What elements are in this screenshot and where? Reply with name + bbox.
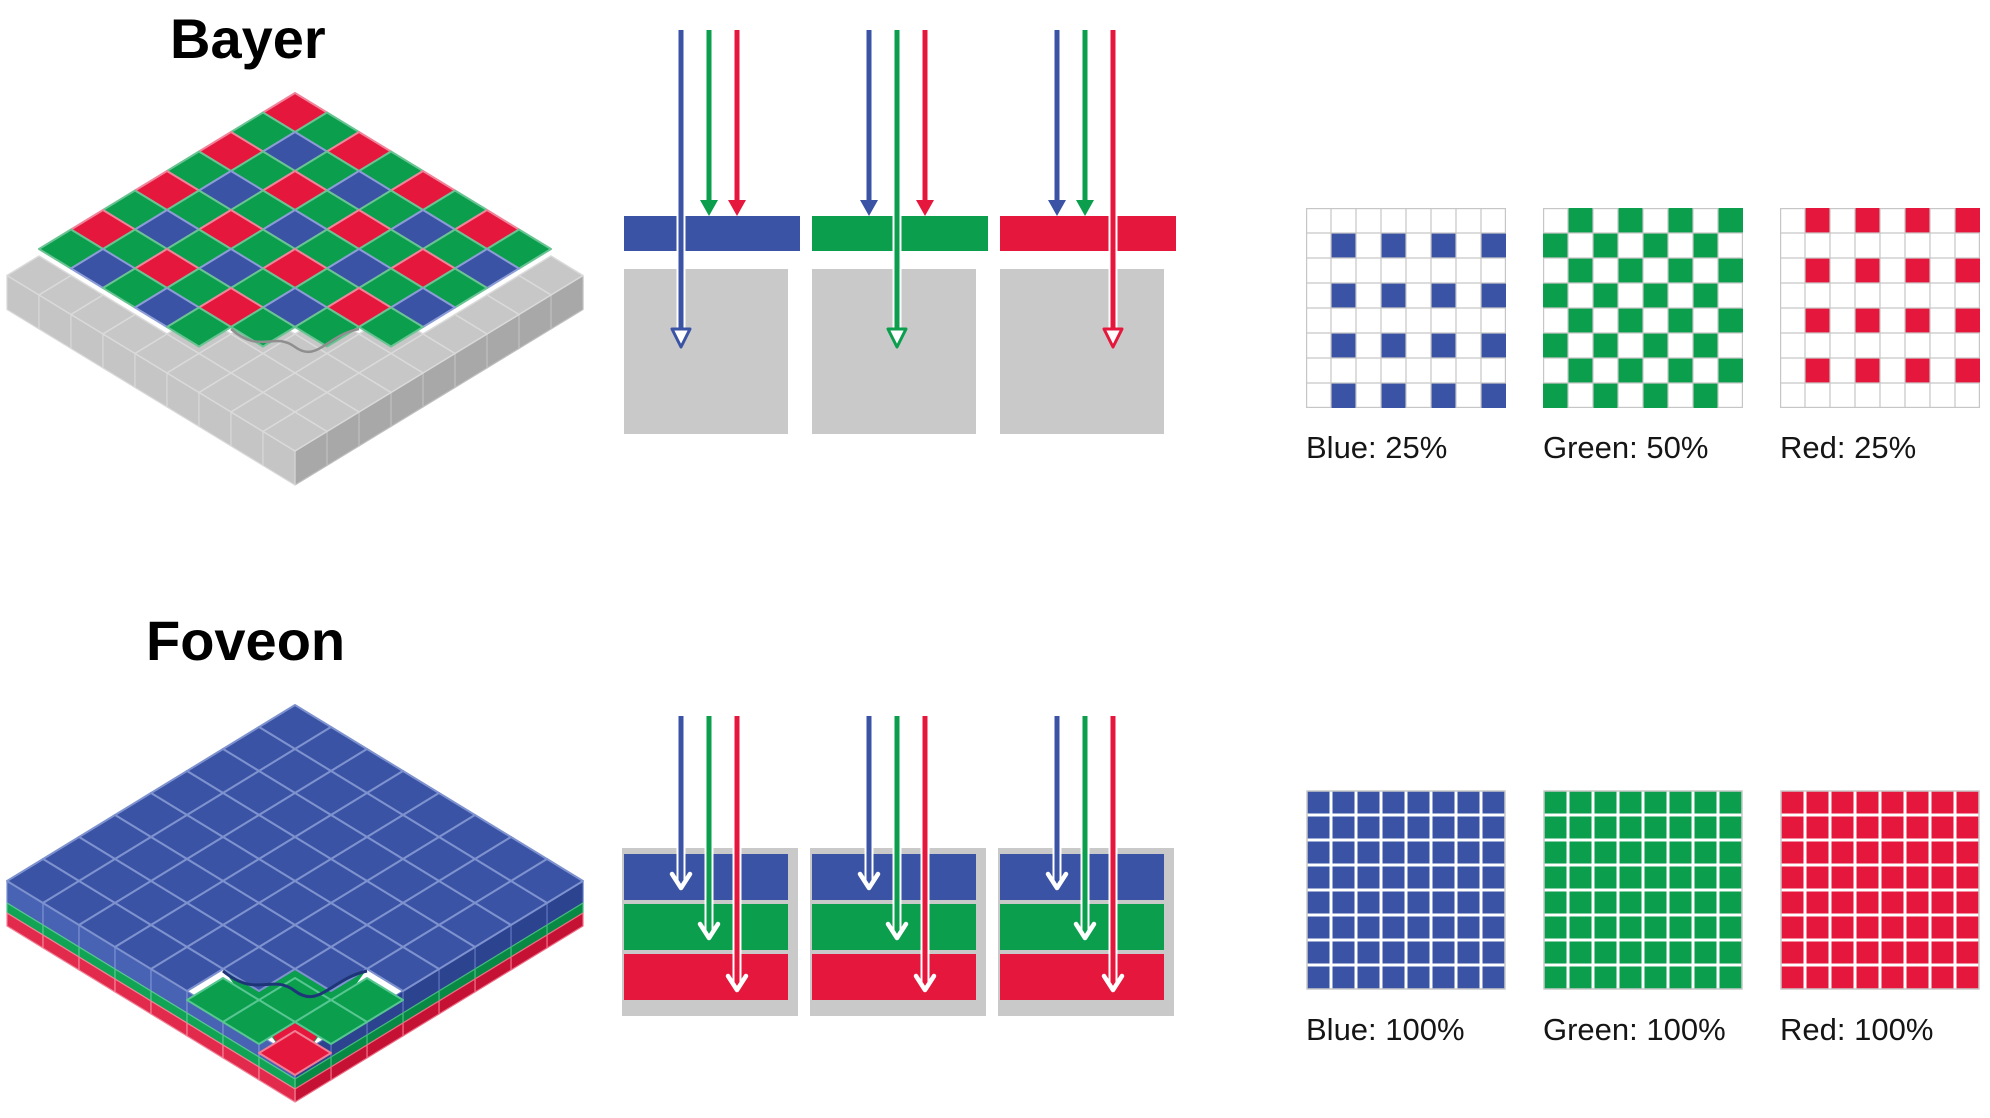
foveon-coverage-figure-red: Red: 100%: [1780, 790, 1980, 1048]
bayer-filter-diagram: [624, 30, 1176, 434]
bayer-coverage-figure-green: Green: 50%: [1543, 208, 1743, 466]
coverage-label-green-100: Green: 100%: [1543, 1012, 1726, 1047]
coverage-grid-red-100: [1780, 790, 1980, 990]
bayer-coverage-figure-blue: Blue: 25%: [1306, 208, 1506, 466]
foveon-stack-unit-1: [622, 716, 798, 1016]
foveon-layer-sides: [6, 880, 584, 1103]
foveon-coverage-figure-green: Green: 100%: [1543, 790, 1743, 1048]
coverage-grid-blue-25: [1306, 208, 1506, 408]
coverage-label-blue-100: Blue: 100%: [1306, 1012, 1465, 1047]
foveon-stack-unit-2: [810, 716, 986, 1016]
coverage-label-green-50: Green: 50%: [1543, 430, 1709, 465]
bayer-coverage-figure-red: Red: 25%: [1780, 208, 1980, 466]
foveon-peeled-corner: [186, 977, 404, 1076]
foveon-stack-unit-3: [998, 716, 1174, 1016]
bayer-mosaic-top: [38, 92, 552, 348]
foveon-coverage-figure-blue: Blue: 100%: [1306, 790, 1506, 1048]
bayer-filter-unit-blue: [624, 30, 800, 434]
coverage-grid-red-25: [1780, 208, 1980, 408]
coverage-grid-green-100: [1543, 790, 1743, 990]
foveon-title: Foveon: [146, 609, 346, 672]
foveon-sensor-3d: [6, 704, 584, 1103]
bayer-filter-unit-green: [812, 30, 988, 434]
coverage-label-red-25: Red: 25%: [1780, 430, 1917, 465]
coverage-grid-green-50: [1543, 208, 1743, 408]
foveon-layer-absorption-diagram: [622, 716, 1174, 1016]
bayer-filter-unit-red: [1000, 30, 1176, 434]
coverage-label-blue-25: Blue: 25%: [1306, 430, 1448, 465]
foveon-coverage-grids: Blue: 100% Green: 100% Red: 100%: [1306, 790, 1980, 1048]
bayer-coverage-grids: Blue: 25% Green: 50% Red: 25%: [1306, 208, 1980, 466]
bayer-title: Bayer: [170, 7, 326, 70]
coverage-label-red-100: Red: 100%: [1780, 1012, 1934, 1047]
coverage-grid-blue-100: [1306, 790, 1506, 990]
foveon-blue-top-layer: [6, 704, 584, 992]
bayer-sensor-3d: [6, 92, 584, 486]
